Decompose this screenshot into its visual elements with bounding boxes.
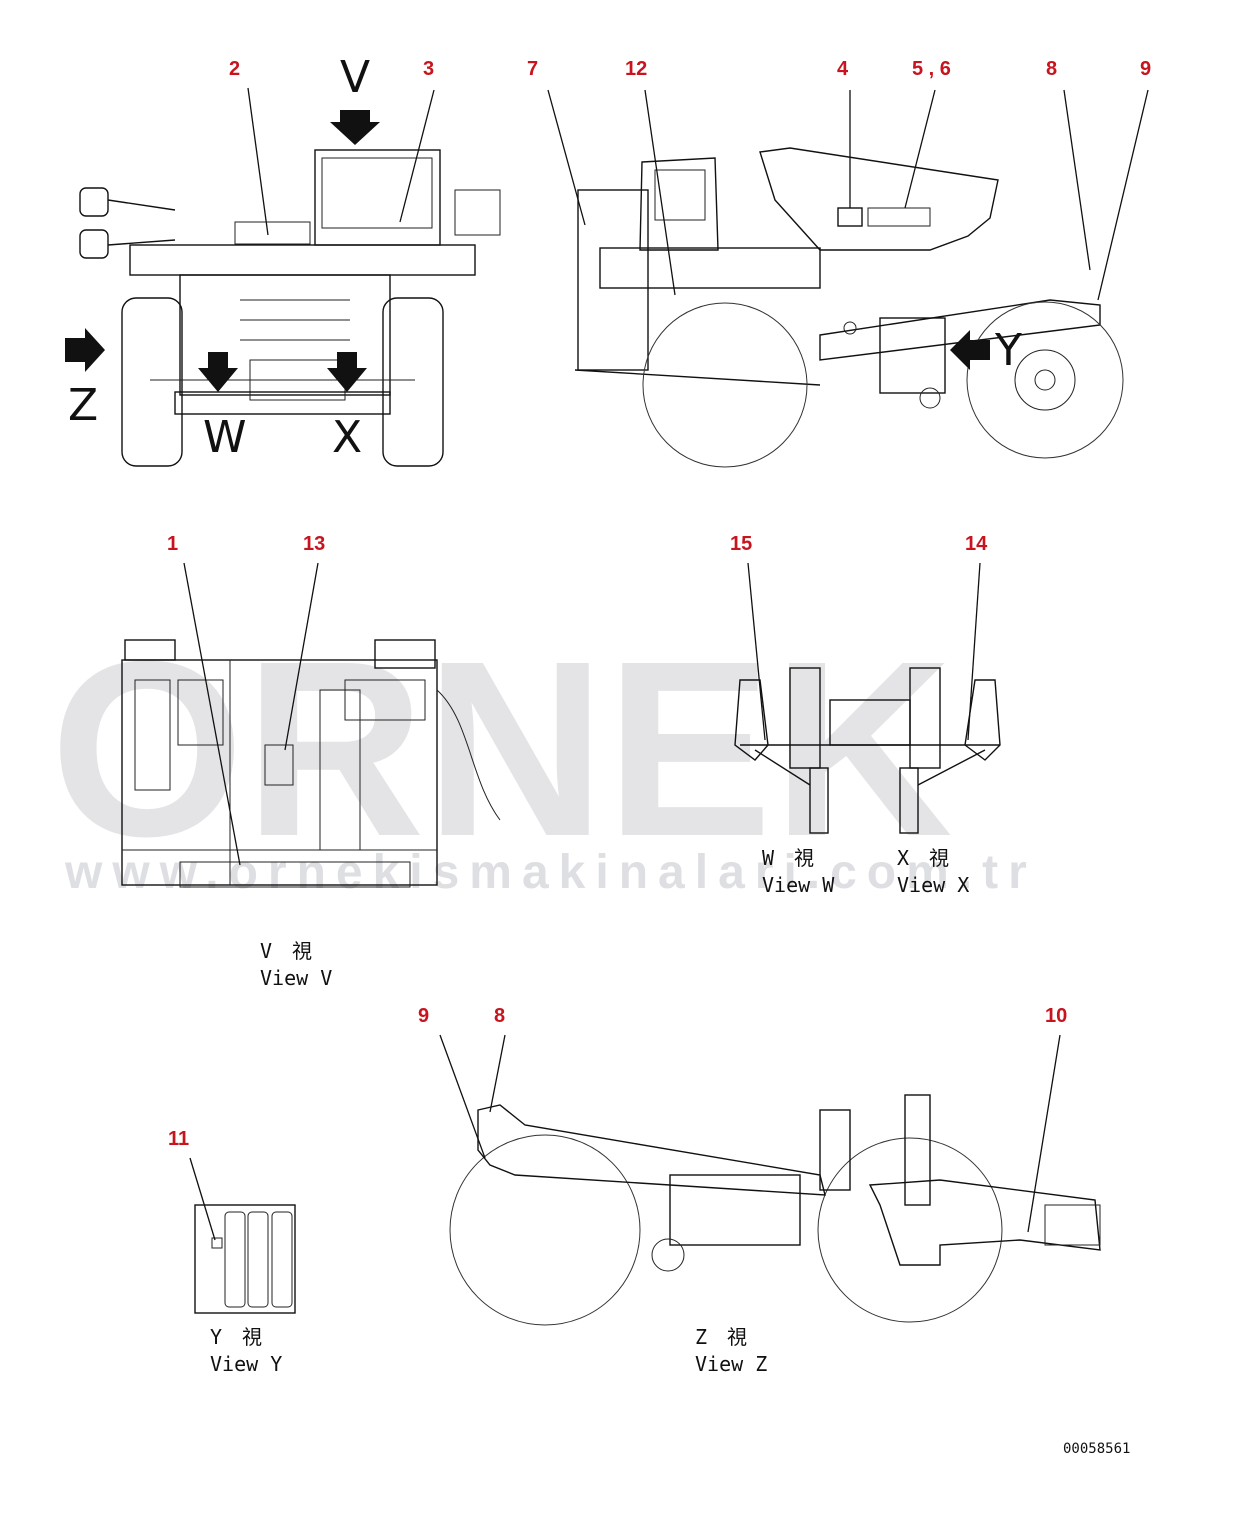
view-z-caption-jp: Z 視 <box>695 1325 747 1349</box>
arrow-x-letter: X <box>332 412 362 463</box>
view-z-caption-en: View Z <box>695 1352 767 1376</box>
view-x-caption-en: View X <box>897 873 969 897</box>
watermark-logo-text: ORNEK <box>50 609 953 888</box>
callout-5-6: 5 , 6 <box>912 58 951 80</box>
view-w-caption-jp: W 視 <box>762 846 814 870</box>
callout-14: 14 <box>965 533 988 555</box>
callout-3: 3 <box>423 58 434 80</box>
callout-8-view-z: 8 <box>494 1005 505 1027</box>
callout-7: 7 <box>527 58 538 80</box>
view-v-drawing <box>121 639 501 888</box>
callout-2: 2 <box>229 58 240 80</box>
view-y-drawing <box>194 1204 296 1314</box>
callout-11: 11 <box>168 1128 189 1150</box>
side-view-drawing <box>574 147 1124 468</box>
view-y-caption-jp: Y 視 <box>210 1325 262 1349</box>
callout-4: 4 <box>837 58 849 80</box>
front-view-drawing <box>79 149 501 467</box>
arrow-z-letter: Z <box>68 380 98 431</box>
callout-10: 10 <box>1045 1005 1067 1027</box>
view-z-drawing <box>449 1094 1101 1326</box>
document-id: 00058561 <box>1063 1441 1130 1457</box>
callout-13: 13 <box>303 533 325 555</box>
view-x-caption-jp: X 視 <box>897 846 949 870</box>
view-v-caption-jp: V 視 <box>260 939 312 963</box>
arrow-z: Z <box>65 328 105 431</box>
callout-9-side: 9 <box>1140 58 1151 80</box>
arrow-y-letter: Y <box>994 325 1022 376</box>
arrow-x: X <box>327 352 367 463</box>
arrow-w-letter: W <box>203 412 247 463</box>
callout-15: 15 <box>730 533 752 555</box>
callout-8-side: 8 <box>1046 58 1057 80</box>
view-w-caption-en: View W <box>762 873 835 897</box>
view-y-caption-en: View Y <box>210 1352 282 1376</box>
arrow-y: Y <box>950 325 1022 376</box>
arrow-w: W <box>198 352 247 463</box>
view-v-caption-en: View V <box>260 966 332 990</box>
watermark: ORNEK www.ornekismakinalari.com.tr <box>50 609 1037 899</box>
view-wx-drawing <box>734 667 1001 834</box>
callout-9-view-z: 9 <box>418 1005 429 1027</box>
arrow-v-letter: V <box>340 52 370 103</box>
callout-1: 1 <box>167 533 178 555</box>
watermark-url: www.ornekismakinalari.com.tr <box>64 846 1037 899</box>
arrow-v: V <box>330 52 380 145</box>
callout-12: 12 <box>625 58 647 80</box>
